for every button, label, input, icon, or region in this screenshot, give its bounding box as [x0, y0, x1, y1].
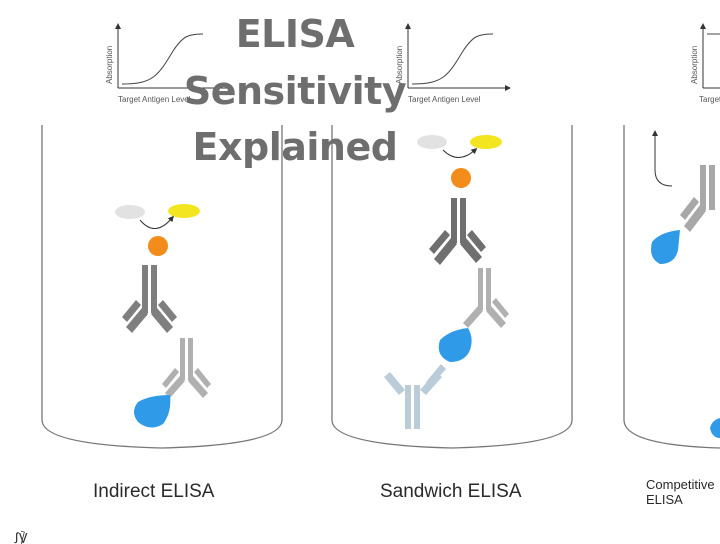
graph-indirect: Absorption Target Antigen Level	[105, 23, 228, 104]
title-line-1: ELISA	[235, 12, 355, 56]
product-icon	[470, 135, 502, 149]
signal-arrow-icon	[652, 130, 673, 187]
enzyme-icon	[451, 168, 471, 188]
y-axis-label: Absorption	[690, 46, 699, 84]
x-axis-label: Target Antigen Level	[118, 95, 191, 104]
antigen-icon	[438, 328, 472, 362]
enzyme-icon	[148, 236, 168, 256]
x-axis-label: Target Antigen Level	[699, 95, 720, 104]
y-axis-label: Absorption	[395, 46, 404, 84]
antigen-icon	[710, 418, 720, 438]
x-axis-label: Target Antigen Level	[408, 95, 481, 104]
title-line-3: Explained	[192, 125, 398, 169]
well-indirect	[41, 125, 283, 449]
graph-sandwich: Absorption Target Antigen Level	[395, 23, 511, 104]
label-sandwich-elisa: Sandwich ELISA	[380, 481, 522, 502]
substrate-icon	[115, 205, 145, 219]
product-icon	[168, 204, 200, 218]
antigen-icon	[134, 395, 171, 428]
capture-antibody-icon	[384, 364, 446, 429]
well-competitive	[623, 125, 720, 449]
detection-antibody-icon	[429, 198, 486, 265]
antibody-icon	[680, 165, 715, 232]
label-indirect-elisa: Indirect ELISA	[93, 481, 215, 502]
graph-competitive: Absorption Target Antigen Level	[690, 23, 720, 104]
y-axis-label: Absorption	[105, 46, 114, 84]
well-sandwich	[331, 125, 573, 449]
primary-antibody-icon	[162, 338, 211, 398]
antigen-icon	[651, 230, 680, 264]
substrate-icon	[417, 135, 447, 149]
reaction-arrow-icon	[139, 215, 174, 229]
antibody-icon	[463, 268, 509, 328]
reaction-arrow-icon	[442, 148, 478, 158]
title-line-2: Sensitivity	[183, 69, 407, 113]
secondary-antibody-icon	[122, 265, 177, 333]
label-competitive-elisa: Competitive ELISA	[646, 477, 715, 507]
logo-mark: ꭍ℣	[14, 530, 28, 544]
